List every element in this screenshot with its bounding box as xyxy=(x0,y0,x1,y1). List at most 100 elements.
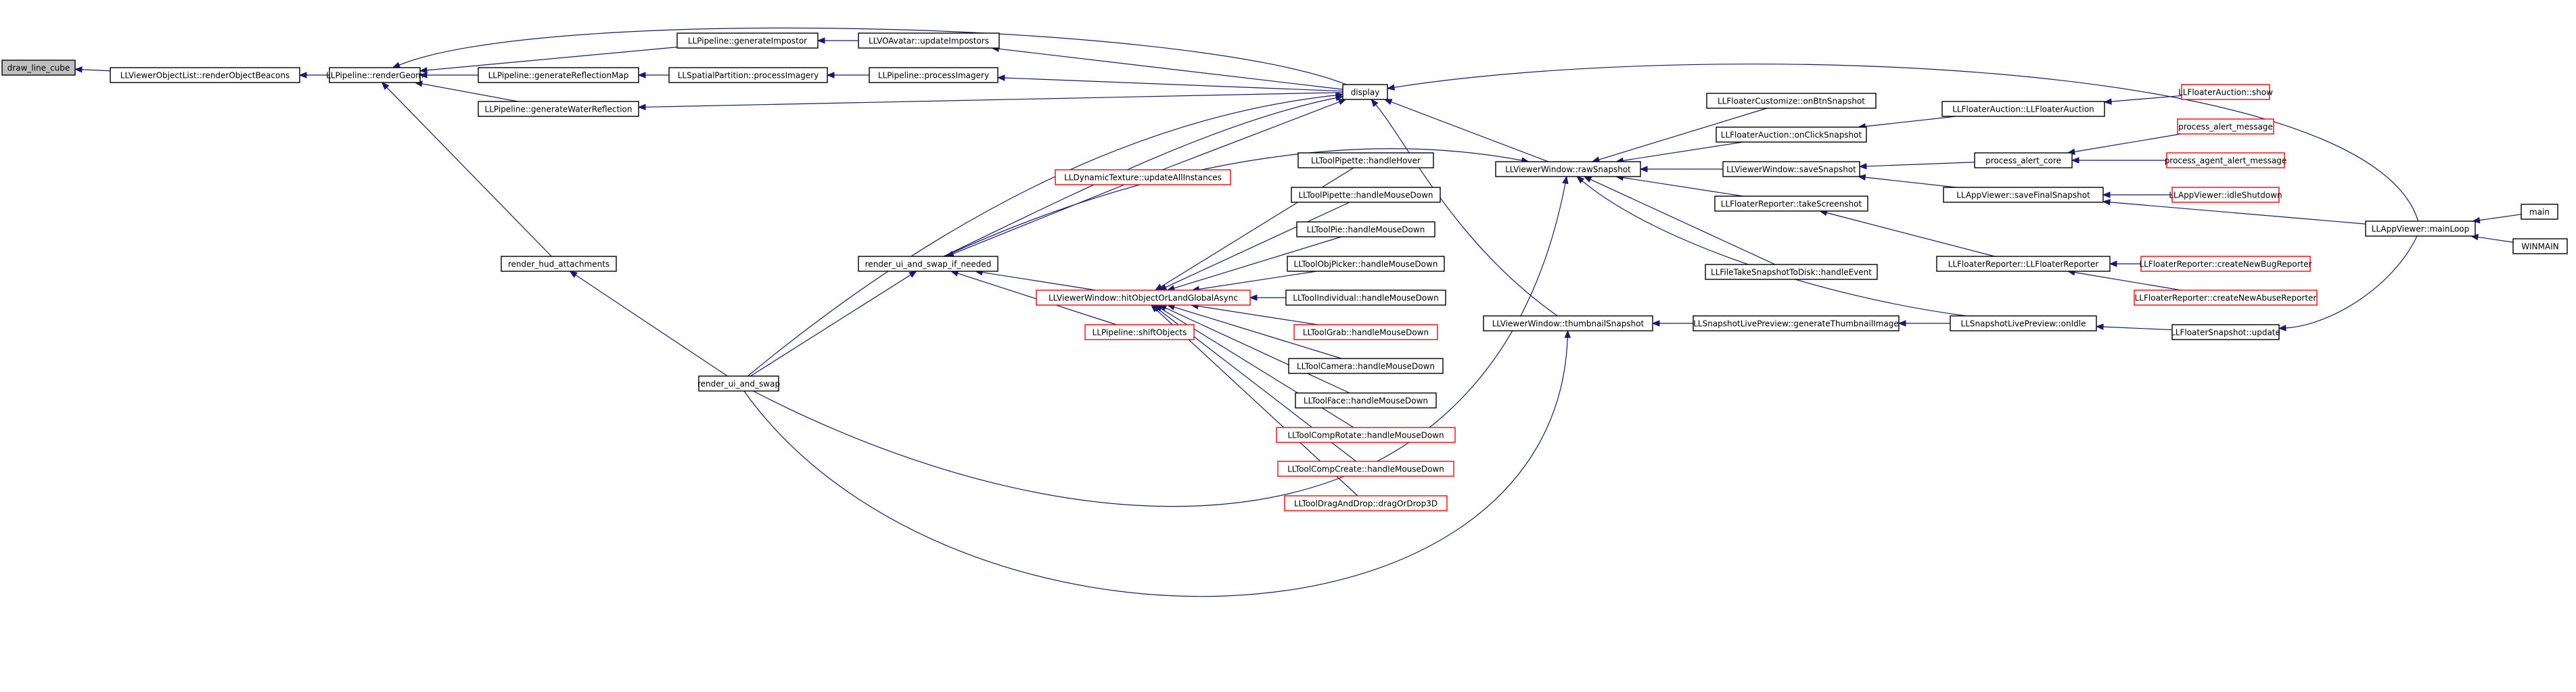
function-node[interactable]: LLFloaterReporter::takeScreenshot xyxy=(1714,195,1868,212)
function-node[interactable]: LLToolFace::handleMouseDown xyxy=(1295,392,1437,409)
arrowhead xyxy=(2103,98,2112,105)
function-node[interactable]: LLSpatialPartition::processImagery xyxy=(668,67,828,83)
function-node[interactable]: LLToolCompRotate::handleMouseDown xyxy=(1276,427,1456,443)
arrowhead xyxy=(2278,325,2286,331)
arrowhead xyxy=(1898,320,1906,327)
function-node[interactable]: LLAppViewer::idleShutdown xyxy=(2169,187,2282,203)
function-node[interactable]: LLToolObjPicker::handleMouseDown xyxy=(1287,256,1445,272)
function-node[interactable]: LLFileTakeSnapshotToDisk::handleEvent xyxy=(1705,264,1878,280)
call-edge-line xyxy=(2477,236,2514,243)
function-node[interactable]: display xyxy=(1342,84,1388,100)
call-edge-line xyxy=(1622,141,1743,162)
call-edge-line xyxy=(1199,271,1317,290)
function-node[interactable]: LLPipeline::generateWaterReflection xyxy=(478,101,639,117)
function-node[interactable]: render_ui_and_swap_if_needed xyxy=(858,256,998,272)
arrowhead xyxy=(2102,191,2111,198)
function-node[interactable]: LLVOAvatar::updateImpostors xyxy=(858,32,1000,49)
call-edge-line xyxy=(575,275,728,377)
function-node[interactable]: render_ui_and_swap xyxy=(697,375,780,392)
function-node[interactable]: LLToolPipette::handleMouseDown xyxy=(1291,187,1441,203)
node-label: LLToolObjPicker::handleMouseDown xyxy=(1294,260,1438,269)
function-node[interactable]: LLSnapshotLivePreview::generateThumbnail… xyxy=(1693,315,1900,331)
function-node[interactable]: LLFloaterAuction::show xyxy=(2178,84,2273,100)
node-label: LLPipeline::generateWaterReflection xyxy=(485,105,632,114)
call-edge-line xyxy=(1590,179,1776,265)
call-edge-line xyxy=(1598,108,1768,160)
function-node[interactable]: LLPipeline::generateReflectionMap xyxy=(478,67,639,83)
arrowhead xyxy=(1335,92,1344,99)
call-edge xyxy=(974,269,1097,291)
node-label: LLFloaterReporter::takeScreenshot xyxy=(1721,200,1862,209)
node-label: LLPipeline::generateImpostor xyxy=(688,37,807,46)
function-node[interactable]: LLPipeline::generateImpostor xyxy=(676,32,819,49)
call-edge xyxy=(414,80,518,102)
function-node[interactable]: WINMAIN xyxy=(2512,238,2568,254)
function-node[interactable]: render_hud_attachments xyxy=(501,256,617,272)
call-edge xyxy=(2095,323,2173,331)
function-node[interactable]: LLToolIndividual::handleMouseDown xyxy=(1285,290,1446,306)
node-box xyxy=(1714,195,1868,212)
node-label: LLToolGrab::handleMouseDown xyxy=(1303,328,1429,338)
function-node[interactable]: LLFloaterReporter::createNewBugReporter xyxy=(2139,256,2312,272)
node-label: LLViewerWindow::thumbnailSnapshot xyxy=(1492,319,1644,329)
function-node[interactable]: LLFloaterAuction::LLFloaterAuction xyxy=(1941,101,2105,117)
arrowhead xyxy=(908,271,917,278)
function-node[interactable]: LLAppViewer::mainLoop xyxy=(2365,221,2476,237)
function-node[interactable]: LLToolCompCreate::handleMouseDown xyxy=(1277,461,1454,477)
call-edge xyxy=(1651,320,1693,327)
call-edge xyxy=(1615,174,1743,197)
arrowhead xyxy=(1857,174,1866,181)
call-edge xyxy=(826,72,869,78)
node-box xyxy=(1693,315,1900,331)
node-label: LLFloaterCustomize::onBtnSnapshot xyxy=(1718,97,1865,106)
arrowhead xyxy=(1249,294,1258,301)
function-node[interactable]: LLToolCamera::handleMouseDown xyxy=(1288,358,1444,374)
function-node[interactable]: LLViewerWindow::hitObjectOrLandGlobalAsy… xyxy=(1036,290,1251,306)
function-node[interactable]: LLToolGrab::handleMouseDown xyxy=(1293,324,1438,340)
function-node[interactable]: LLSnapshotLivePreview::onIdle xyxy=(1950,315,2097,331)
call-edge-line xyxy=(386,87,552,257)
arrowhead xyxy=(637,103,646,111)
function-node[interactable]: LLToolPie::handleMouseDown xyxy=(1296,221,1435,237)
node-box xyxy=(1297,152,1434,168)
node-box xyxy=(1716,126,1867,143)
function-node[interactable]: LLFloaterReporter::createNewAbuseReporte… xyxy=(2134,290,2318,306)
function-node[interactable]: LLPipeline::processImagery xyxy=(869,67,998,83)
function-node[interactable]: LLAppViewer::saveFinalSnapshot xyxy=(1943,187,2104,203)
arrowhead xyxy=(1562,175,1569,185)
node-label: display xyxy=(1351,88,1380,97)
function-node[interactable]: LLFloaterCustomize::onBtnSnapshot xyxy=(1706,93,1877,109)
call-edge xyxy=(1158,304,1350,394)
function-node[interactable]: LLViewerWindow::thumbnailSnapshot xyxy=(1483,315,1653,331)
arrowhead xyxy=(381,82,390,90)
function-node[interactable]: process_agent_alert_message xyxy=(2165,152,2286,168)
call-edge xyxy=(2067,269,2182,291)
function-node[interactable]: LLToolDragAndDrop::dragOrDrop3D xyxy=(1284,495,1448,511)
node-label: LLFloaterAuction::onClickSnapshot xyxy=(1721,131,1862,140)
function-node[interactable]: main xyxy=(2521,204,2558,220)
function-node[interactable]: LLViewerObjectList::renderObjectBeacons xyxy=(110,67,300,83)
call-edge xyxy=(74,66,111,73)
function-node[interactable]: LLFloaterAuction::onClickSnapshot xyxy=(1716,126,1867,143)
call-edge-line xyxy=(1174,236,1342,289)
function-node[interactable]: LLPipeline::shiftObjects xyxy=(1084,324,1195,340)
function-node[interactable]: LLToolPipette::handleHover xyxy=(1297,152,1434,168)
node-box xyxy=(501,256,617,272)
function-node[interactable]: LLFloaterSnapshot::update xyxy=(2171,324,2280,340)
node-label: LLPipeline::generateReflectionMap xyxy=(488,71,629,80)
node-box xyxy=(2166,152,2285,168)
function-node[interactable]: process_alert_message xyxy=(2177,118,2274,135)
node-label: LLFileTakeSnapshotToDisk::handleEvent xyxy=(1711,268,1872,277)
function-node[interactable]: LLDynamicTexture::updateAllInstances xyxy=(1055,169,1231,185)
arrowhead xyxy=(569,271,578,278)
node-label: LLToolCompCreate::handleMouseDown xyxy=(1287,465,1444,474)
function-node[interactable]: LLViewerWindow::saveSnapshot xyxy=(1722,161,1860,177)
call-edge xyxy=(637,72,669,78)
node-box xyxy=(2140,256,2311,272)
call-edge xyxy=(2103,95,2182,105)
function-node[interactable]: process_alert_core xyxy=(1974,152,2073,168)
function-node[interactable]: LLViewerWindow::rawSnapshot xyxy=(1495,161,1641,177)
function-node[interactable]: LLFloaterReporter::LLFloaterReporter xyxy=(1936,256,2111,272)
function-node[interactable]: LLPipeline::renderGeom xyxy=(326,67,423,83)
